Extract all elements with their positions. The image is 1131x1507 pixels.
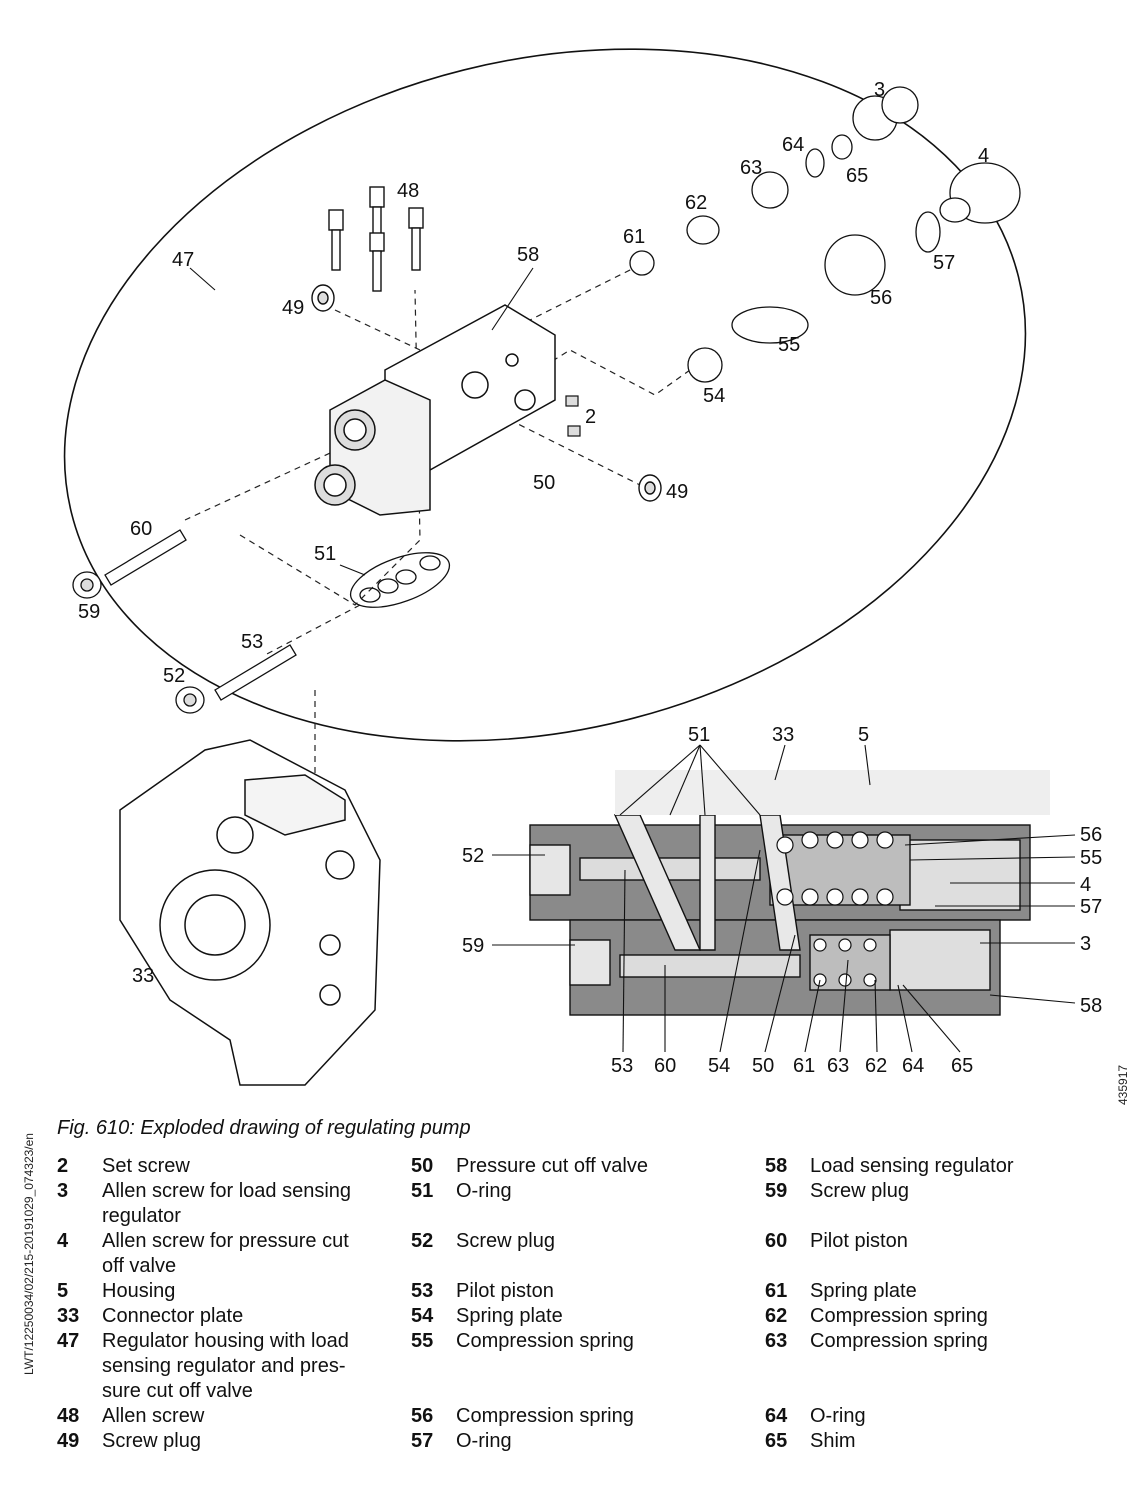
callout: 48 xyxy=(397,180,419,202)
callout: 57 xyxy=(933,252,955,274)
leader-lines xyxy=(492,744,1076,1053)
callout: 33 xyxy=(772,724,794,746)
callout: 60 xyxy=(654,1055,676,1077)
callout: 58 xyxy=(1080,995,1102,1017)
callout: 59 xyxy=(462,935,484,957)
callout: 54 xyxy=(708,1055,730,1077)
allen-screws-48 xyxy=(328,186,424,292)
callout: 58 xyxy=(517,244,539,266)
callout: 52 xyxy=(462,845,484,867)
callout: 51 xyxy=(688,724,710,746)
callout: 64 xyxy=(902,1055,924,1077)
callout: 56 xyxy=(1080,824,1102,846)
callout: 3 xyxy=(874,79,885,101)
callout: 61 xyxy=(623,226,645,248)
callout: 5 xyxy=(858,724,869,746)
callout: 4 xyxy=(978,145,989,167)
callout: 51 xyxy=(314,543,336,565)
callout: 63 xyxy=(740,157,762,179)
callout: 55 xyxy=(1080,847,1102,869)
callout: 64 xyxy=(782,134,804,156)
callout: 61 xyxy=(793,1055,815,1077)
callout: 49 xyxy=(282,297,304,319)
exploded-drawing: 3 64 65 4 63 62 48 61 57 47 58 56 49 55 … xyxy=(63,48,1102,1086)
pistons-and-plugs xyxy=(72,529,297,714)
section-springs xyxy=(776,831,894,987)
regulator-block xyxy=(314,304,556,516)
callout: 33 xyxy=(132,965,154,987)
callout: 52 xyxy=(163,665,185,687)
set-screws-2 xyxy=(565,395,581,437)
group-47-ellipse xyxy=(63,48,1027,742)
orings-51 xyxy=(349,552,451,608)
callout: 65 xyxy=(951,1055,973,1077)
callout: 60 xyxy=(130,518,152,540)
callout: 3 xyxy=(1080,933,1091,955)
section-view xyxy=(529,770,1050,1016)
callout: 56 xyxy=(870,287,892,309)
callout: 50 xyxy=(752,1055,774,1077)
exploded-leaders xyxy=(189,267,534,576)
callout: 63 xyxy=(827,1055,849,1077)
callout-labels: 3 64 65 4 63 62 48 61 57 47 58 56 49 55 … xyxy=(78,79,1102,1077)
callout: 59 xyxy=(78,601,100,623)
callout: 65 xyxy=(846,165,868,187)
callout: 50 xyxy=(533,472,555,494)
springs-upper xyxy=(629,86,1021,383)
figure-caption: Fig. 610: Exploded drawing of regulating… xyxy=(57,1117,471,1139)
callout: 55 xyxy=(778,334,800,356)
callout: 62 xyxy=(865,1055,887,1077)
callout: 53 xyxy=(611,1055,633,1077)
callout: 49 xyxy=(666,481,688,503)
drawing-number: 435917 xyxy=(1116,1064,1130,1105)
callout: 4 xyxy=(1080,874,1091,896)
callout: 57 xyxy=(1080,896,1102,918)
callout: 47 xyxy=(172,249,194,271)
callout: 2 xyxy=(585,406,596,428)
screw-plugs-49 xyxy=(311,284,662,502)
connector-plate-33 xyxy=(119,739,381,1086)
document-id: LWT/12250034/02/215-20191029_074323/en xyxy=(22,1133,36,1375)
callout: 54 xyxy=(703,385,725,407)
callout: 62 xyxy=(685,192,707,214)
callout: 53 xyxy=(241,631,263,653)
